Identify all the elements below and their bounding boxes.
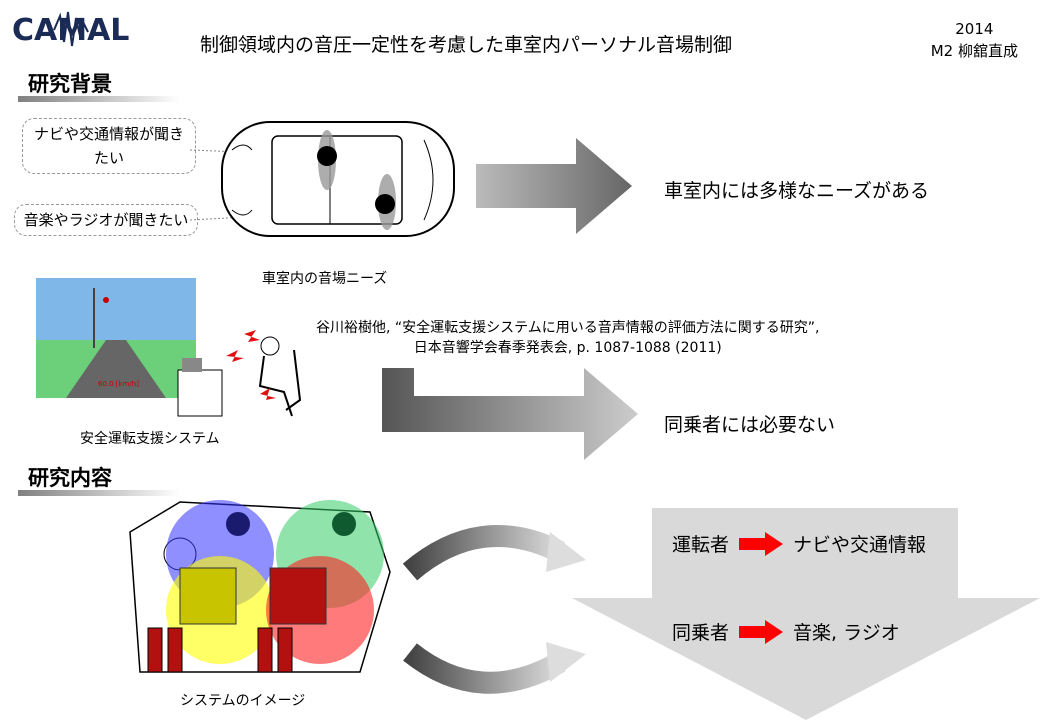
system-image	[120, 492, 400, 684]
cycle-arrows	[400, 522, 590, 698]
section-heading-content: 研究内容	[28, 466, 112, 490]
section-heading-background: 研究背景	[28, 72, 112, 96]
need-driver: ナビや交通情報	[793, 534, 927, 556]
citation-line-2: 日本音響学会春季発表会, p. 1087-1088 (2011)	[413, 340, 722, 356]
logo: CAMAL	[10, 6, 140, 50]
red-arrow-icon	[739, 619, 784, 644]
bubble-music: 音楽やラジオが聞きたい	[14, 204, 198, 236]
driving-sim-screenshot: 60.0 [km/h]	[36, 278, 196, 398]
section-underline	[18, 96, 180, 102]
row-driver: 運転者 ナビや交通情報	[672, 530, 926, 557]
sim-speed-readout: 60.0 [km/h]	[98, 380, 139, 388]
bubble-navi: ナビや交通情報が聞きたい	[22, 118, 196, 174]
red-arrow-icon	[739, 531, 784, 556]
safety-system-illustration	[174, 330, 314, 420]
arrow-to-needs	[476, 138, 636, 234]
need-passenger: 音楽, ラジオ	[793, 622, 900, 644]
car-caption: 車室内の音場ニーズ	[262, 271, 388, 287]
row-passenger: 同乗者 音楽, ラジオ	[672, 618, 900, 645]
header-meta: 2014 M2 柳舘直成	[931, 18, 1018, 62]
system-caption: 安全運転支援システム	[80, 431, 220, 447]
result-needs: 車室内には多様なニーズがある	[664, 180, 930, 202]
citation: 谷川裕樹他, “安全運転支援システムに用いる音声情報の評価方法に関する研究”, …	[316, 318, 819, 358]
result-passenger: 同乗者には必要ない	[664, 414, 836, 436]
section-underline-2	[18, 490, 180, 496]
image-caption: システムのイメージ	[180, 693, 306, 709]
role-driver: 運転者	[672, 534, 730, 556]
result-panel	[566, 508, 1040, 720]
arrow-to-passenger	[380, 368, 640, 460]
logo-text: CAMAL	[12, 13, 129, 48]
role-passenger: 同乗者	[672, 622, 730, 644]
author: M2 柳舘直成	[930, 42, 1018, 60]
page-title: 制御領域内の音圧一定性を考慮した車室内パーソナル音場制御	[200, 34, 733, 56]
year: 2014	[955, 20, 994, 38]
citation-line-1: 谷川裕樹他, “安全運転支援システムに用いる音声情報の評価方法に関する研究”,	[316, 320, 820, 336]
car-topview-illustration	[180, 110, 480, 260]
